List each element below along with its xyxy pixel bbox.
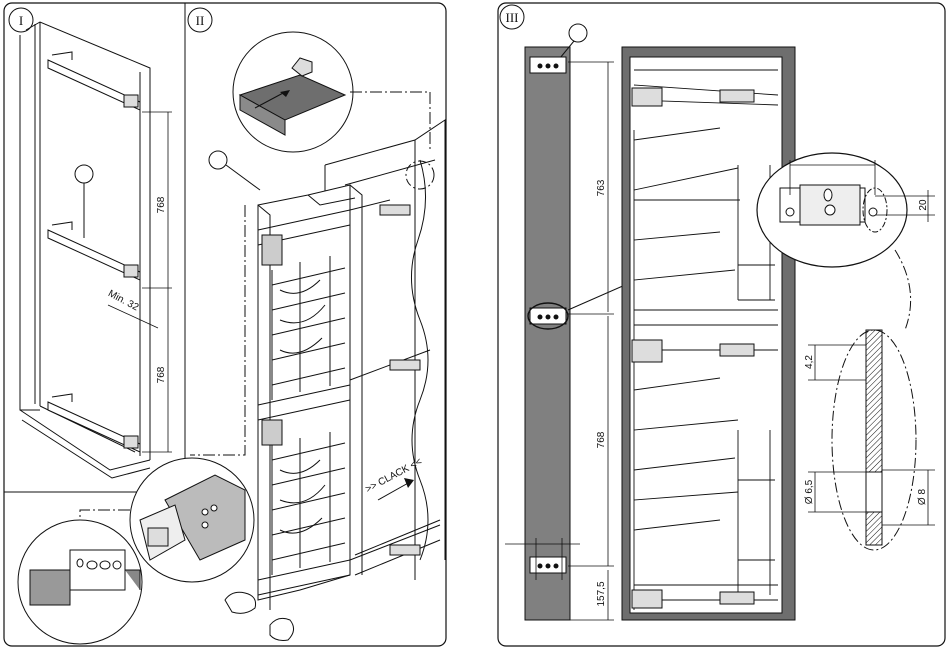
- drawer-rails: [48, 52, 140, 452]
- bracket-callout: [75, 165, 93, 238]
- lower-leader: [190, 205, 245, 455]
- dim-20: 20: [918, 199, 929, 211]
- bracket-zoom-right: [130, 458, 254, 582]
- bracket-zoom: [757, 153, 935, 267]
- dim-8: Ø 8: [917, 489, 928, 506]
- panel-two-label: II: [196, 13, 205, 28]
- dim-65: Ø 6,5: [804, 479, 815, 504]
- dim-763: 763: [596, 179, 607, 196]
- dim-upper: 768: [156, 196, 167, 213]
- panel-one-label: I: [19, 13, 23, 28]
- panel-three-label: III: [506, 10, 519, 25]
- dim-42: 4,2: [804, 355, 815, 369]
- dim-min: Min. 32: [106, 288, 141, 313]
- side-panel: [525, 47, 570, 620]
- dim-157: 157,5: [596, 581, 607, 606]
- section-view: 4,2 Ø 6,5 Ø 8: [804, 330, 935, 550]
- cabinet-interior: [630, 57, 782, 613]
- dim-lower: 768: [156, 366, 167, 383]
- pull-out-unit: [258, 185, 440, 610]
- panel-three: III 763 768 157,5: [500, 5, 935, 620]
- top-detail-zoom: [209, 32, 430, 190]
- top-detail-marker: [406, 161, 434, 189]
- dim-768: 768: [596, 431, 607, 448]
- panel-two: II: [18, 8, 445, 644]
- panel-one: I: [4, 3, 185, 492]
- top-bracket-callout: [569, 24, 587, 42]
- bracket-zoom-left: [18, 520, 142, 644]
